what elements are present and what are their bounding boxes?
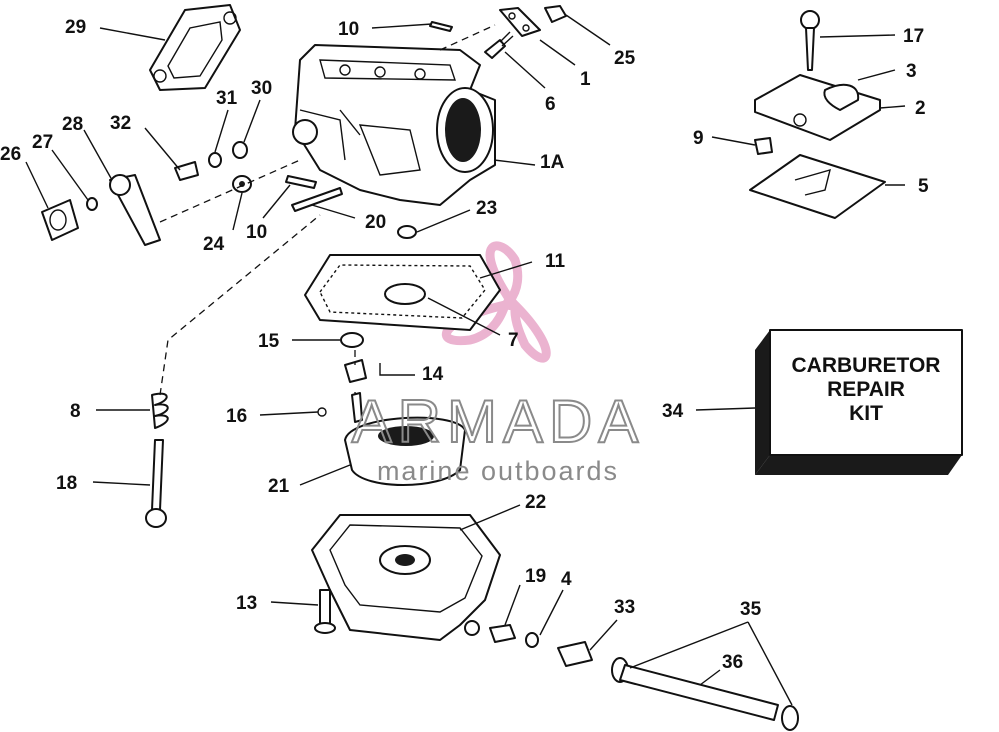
roller-26 xyxy=(41,199,79,241)
lever-28 xyxy=(109,174,161,246)
pin-10-lower xyxy=(285,175,317,189)
float-bowl-22 xyxy=(311,514,501,641)
callout-32: 32 xyxy=(110,113,131,134)
assembly-line-spring xyxy=(159,214,321,396)
callout-33: 33 xyxy=(614,597,635,618)
carburetor-repair-kit-box: CARBURETOR REPAIR KIT xyxy=(755,329,963,475)
callout-2: 2 xyxy=(915,98,926,119)
screw-6 xyxy=(484,31,514,59)
gasket-29 xyxy=(149,4,241,91)
callout-13: 13 xyxy=(236,593,257,614)
callout-16: 16 xyxy=(226,406,247,427)
callout-labels: 29 10 25 17 1 3 6 2 9 5 31 30 32 28 27 2… xyxy=(0,17,929,673)
screw-25 xyxy=(544,5,567,23)
oring-27 xyxy=(86,197,98,211)
spring-8 xyxy=(151,392,169,429)
callout-17: 17 xyxy=(903,26,924,47)
screw-32 xyxy=(174,161,199,181)
plug-23 xyxy=(397,225,417,239)
assembly-line-top xyxy=(439,24,496,51)
callout-8: 8 xyxy=(70,401,81,422)
callout-18: 18 xyxy=(56,473,77,494)
kit-label-line-2: REPAIR xyxy=(827,378,905,401)
callout-10-lower: 10 xyxy=(246,222,267,243)
callout-30: 30 xyxy=(251,78,272,99)
callout-36: 36 xyxy=(722,652,743,673)
callout-11: 11 xyxy=(545,251,566,272)
jet-19 xyxy=(489,624,516,643)
callout-3: 3 xyxy=(906,61,917,82)
callout-7: 7 xyxy=(508,330,519,351)
callout-31: 31 xyxy=(216,88,238,109)
needle-screw-18 xyxy=(145,439,167,528)
callout-1: 1 xyxy=(580,69,591,90)
screw-17 xyxy=(800,10,820,71)
callout-29: 29 xyxy=(65,17,86,38)
kit-label-line-1: CARBURETOR xyxy=(792,354,941,377)
callout-20: 20 xyxy=(365,212,386,233)
callout-23: 23 xyxy=(476,198,497,219)
callout-9: 9 xyxy=(693,128,704,149)
callout-27: 27 xyxy=(32,132,53,153)
needle-14 xyxy=(344,359,367,423)
callout-5: 5 xyxy=(918,176,929,197)
callout-19: 19 xyxy=(525,566,546,587)
gasket-4 xyxy=(525,632,539,648)
leader-lines xyxy=(25,14,906,706)
washer-24 xyxy=(232,175,252,193)
assembly-line-left xyxy=(159,159,301,223)
callout-26: 26 xyxy=(0,144,21,165)
screw-20 xyxy=(291,187,343,212)
float-bowl-cover-2 xyxy=(754,74,881,141)
callout-4: 4 xyxy=(561,569,572,590)
clip-16 xyxy=(317,407,327,417)
screw-13 xyxy=(314,589,336,634)
washer-31 xyxy=(208,152,222,168)
callout-6: 6 xyxy=(545,94,556,115)
callout-21: 21 xyxy=(268,476,290,497)
callout-10-top: 10 xyxy=(338,19,359,40)
callout-22: 22 xyxy=(525,492,546,513)
gasket-11 xyxy=(304,254,501,331)
clip-30 xyxy=(232,141,248,159)
callout-14: 14 xyxy=(422,364,444,385)
fitting-33 xyxy=(557,641,593,667)
callout-35: 35 xyxy=(740,599,762,620)
bracket-1 xyxy=(499,7,541,37)
callout-15: 15 xyxy=(258,331,280,352)
watermark-tagline: marine outboards xyxy=(377,456,619,486)
callout-1A: 1A xyxy=(540,152,565,173)
watermark-brand: ARMADA xyxy=(352,388,645,455)
gasket-5 xyxy=(749,154,886,219)
float-21 xyxy=(344,416,466,486)
kit-label-line-3: KIT xyxy=(849,402,883,425)
seat-15 xyxy=(340,332,364,348)
pin-10-top xyxy=(429,21,453,32)
callout-34: 34 xyxy=(662,401,684,422)
callout-25: 25 xyxy=(614,48,636,69)
screw-9 xyxy=(754,137,773,155)
callout-28: 28 xyxy=(62,114,83,135)
carburetor-body-1A xyxy=(292,44,496,206)
callout-24: 24 xyxy=(203,234,225,255)
hose-36 xyxy=(619,664,779,721)
